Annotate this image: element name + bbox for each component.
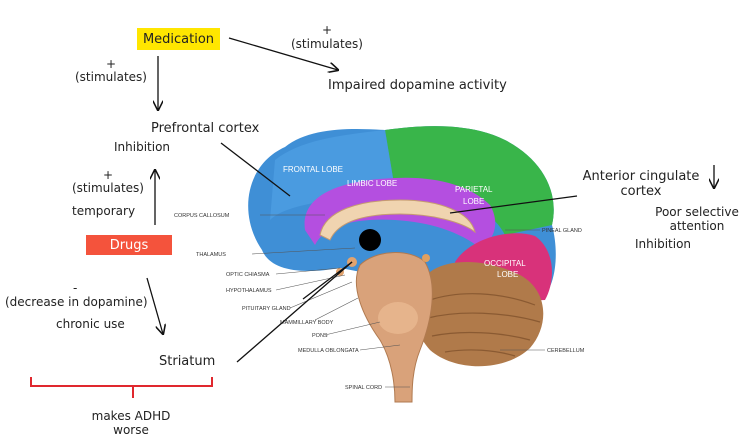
makes-adhd-worse-note: makes ADHD worse — [91, 409, 171, 437]
limbic-lobe-label: LIMBIC LOBE — [347, 179, 397, 188]
drugs-prefrontal-sign: + — [103, 168, 114, 182]
arrow-drugs-to-striatum — [146, 277, 163, 334]
poor-attention-node: Poor selective attention — [655, 205, 739, 233]
hypothalamus-label: HYPOTHALAMUS — [226, 288, 272, 294]
arrow-medication-to-dopamine — [228, 37, 338, 70]
connector-prefrontal — [220, 142, 291, 197]
med-prefrontal-sign: + — [106, 57, 117, 71]
cerebellum-shape — [414, 262, 544, 367]
parietal-lobe-label-2: LOBE — [463, 197, 484, 206]
drugs-striatum-text: (decrease in dopamine) — [5, 295, 148, 309]
impaired-dopamine-node: Impaired dopamine activity — [328, 78, 507, 93]
parietal-lobe — [385, 126, 554, 235]
corpus-callosum-label: CORPUS CALLOSUM — [174, 213, 230, 219]
medication-node: Medication — [137, 28, 220, 50]
parietal-lobe-label-1: PARIETAL — [455, 185, 493, 194]
mammillary-label: MAMMILLARY BODY — [280, 320, 334, 326]
drugs-node: Drugs — [86, 235, 172, 255]
inhibition-right: Inhibition — [635, 237, 692, 251]
spinal-cord-label: SPINAL CORD — [345, 385, 382, 391]
occipital-lobe-label-1: OCCIPITAL — [484, 259, 526, 268]
med-dopamine-sign: + — [322, 23, 333, 37]
pineal-label: PINEAL GLAND — [542, 228, 582, 234]
thalamus-label: THALAMUS — [196, 252, 226, 258]
anterior-cingulate-node: Anterior cingulate cortex — [582, 169, 700, 199]
prefrontal-cortex-node: Prefrontal cortex — [151, 121, 260, 136]
pons-label: PONS — [312, 333, 328, 339]
drugs-prefrontal-note: temporary — [72, 204, 136, 218]
cerebellum-label: CEREBELLUM — [547, 348, 585, 354]
striatum-node: Striatum — [159, 354, 216, 369]
medication-label: Medication — [142, 31, 215, 47]
med-prefrontal-text: (stimulates) — [75, 70, 147, 84]
makes-worse-bracket — [30, 377, 213, 398]
thalamus-marker — [359, 229, 381, 251]
inhibition-left: Inhibition — [114, 140, 171, 154]
corpus-callosum-shape — [319, 199, 476, 241]
connector-striatum-2 — [302, 261, 353, 300]
connector-striatum-1 — [236, 261, 353, 363]
frontal-lobe-label: FRONTAL LOBE — [283, 165, 343, 174]
brain-illustration: FRONTAL LOBE LIMBIC LOBE PARIETAL LOBE O… — [174, 126, 585, 403]
optic-chiasma-label: OPTIC CHIASMA — [226, 272, 270, 278]
medulla-label: MEDULLA OBLONGATA — [298, 348, 359, 354]
med-dopamine-text: (stimulates) — [291, 37, 363, 51]
drugs-striatum-note: chronic use — [56, 317, 125, 331]
pituitary-label: PITUITARY GLAND — [242, 306, 291, 312]
drugs-prefrontal-text: (stimulates) — [72, 181, 144, 195]
connector-anterior-cingulate — [449, 195, 578, 214]
drugs-label: Drugs — [109, 237, 149, 253]
occipital-lobe-label-2: LOBE — [497, 270, 518, 279]
drugs-striatum-sign: - — [73, 281, 78, 295]
